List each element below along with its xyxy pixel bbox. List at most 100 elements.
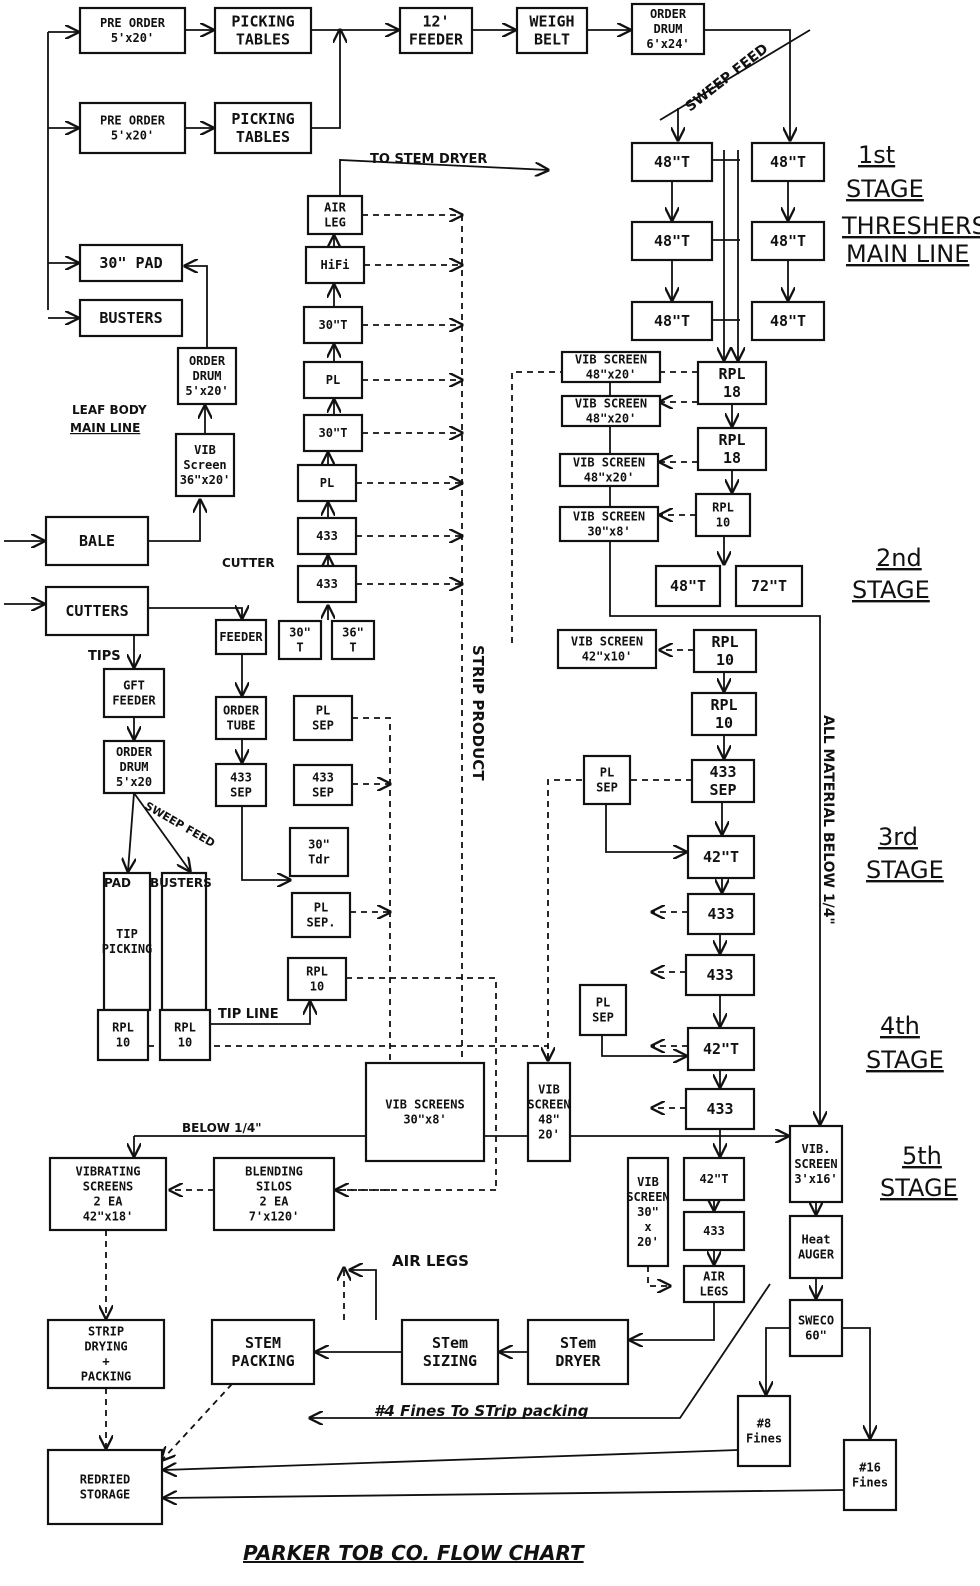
leaf-main-line-label: MAIN LINE [70, 421, 140, 435]
t48-6-box: 48"T [750, 300, 826, 342]
t48-6-label: 48"T [770, 312, 806, 330]
t48-1-label: 48"T [654, 153, 690, 171]
r433-b-label: 433 [706, 966, 733, 984]
t72-s2-box: 72"T [734, 564, 804, 608]
t30-b-label: 30"T [319, 426, 348, 440]
flow-arrow [659, 29, 811, 121]
t48-4-label: 48"T [770, 153, 806, 171]
hifi-label: HiFi [321, 258, 350, 272]
t48-5-label: 48"T [770, 232, 806, 250]
tdr-30-box: 30"Tdr [288, 826, 350, 878]
stage-3-label: 3rd [878, 823, 918, 851]
t48-1-box: 48"T [630, 141, 714, 183]
hifi-box: HiFi [304, 245, 366, 285]
r433-c-label: 433 [706, 1100, 733, 1118]
flow-arrow [310, 1283, 771, 1418]
flow-arrow [128, 792, 134, 871]
m433-b-box: 433 [296, 564, 358, 604]
flow-arrow [352, 717, 391, 1160]
leaf-body-label: LEAF BODY [72, 403, 147, 417]
feeder-left-box: FEEDER [214, 618, 268, 656]
t30-small-box: 30"T [277, 619, 323, 661]
threshers-main-line: MAIN LINE [846, 240, 969, 268]
t42-c-label: 42"T [700, 1172, 729, 1186]
busters-box: BUSTERS [78, 298, 184, 338]
stage-1-word: STAGE [846, 175, 924, 203]
flow-arrow [647, 1266, 670, 1286]
pl-b-label: PL [320, 476, 334, 490]
cutters-box: CUTTERS [44, 585, 150, 637]
feeder-left-label: FEEDER [219, 630, 263, 644]
t42-a-label: 42"T [703, 848, 739, 866]
flow-arrow [311, 30, 340, 129]
all-material-label: ALL MATERIAL BELOW 1/4" [820, 715, 836, 925]
flow-arrow [164, 1449, 739, 1470]
r433-d-label: 433 [703, 1224, 725, 1238]
strip-product-label: STRIP PRODUCT [469, 645, 487, 781]
r433-b-box: 433 [684, 953, 756, 997]
pad-30-box: 30" PAD [78, 243, 184, 283]
flow-arrow [630, 1302, 715, 1340]
t42-b-box: 42"T [686, 1026, 756, 1072]
pl-a-label: PL [326, 373, 340, 387]
flow-arrow [133, 792, 190, 871]
bale-box: BALE [44, 515, 150, 567]
t36-small-label: 36"T [342, 625, 364, 654]
t30-small-label: 30"T [289, 625, 311, 654]
flow-arrow [241, 806, 290, 880]
stage-4-label: 4th [880, 1012, 920, 1040]
stage-5-label: 5th [902, 1142, 942, 1170]
stage-2-word: STAGE [852, 576, 930, 604]
t48-s2-box: 48"T [654, 564, 722, 608]
flow-arrow [609, 372, 820, 1124]
t42-b-label: 42"T [703, 1040, 739, 1058]
